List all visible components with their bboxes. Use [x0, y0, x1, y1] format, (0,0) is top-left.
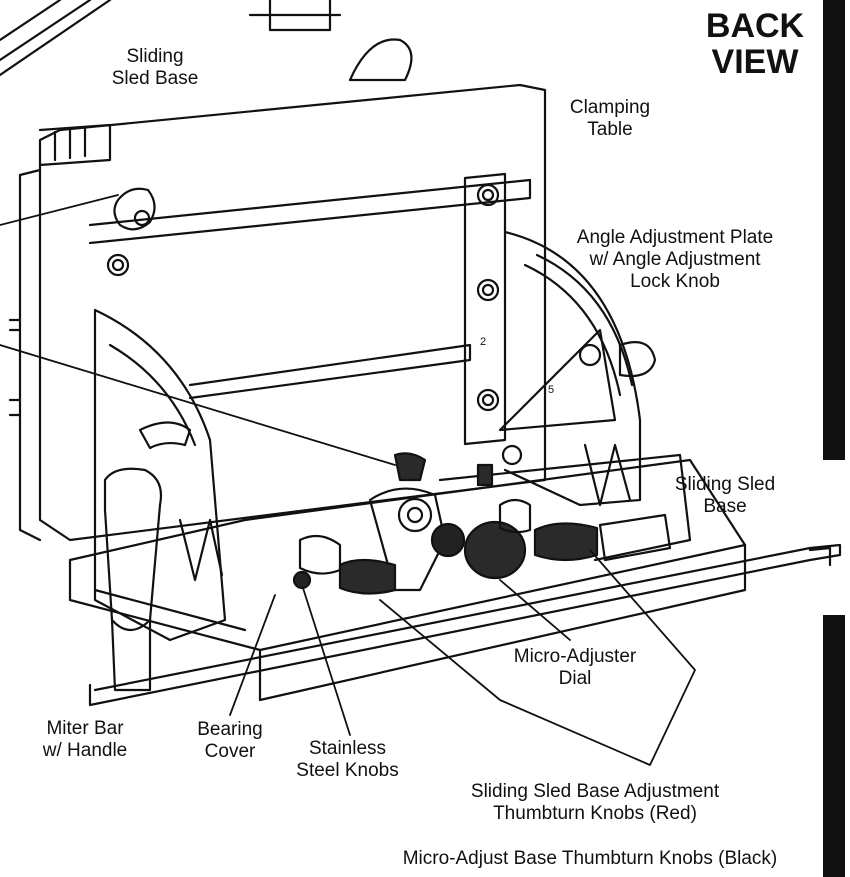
- label-sliding-sled-base-top: Sliding Sled Base: [95, 46, 215, 90]
- plate-mark-2: 2: [480, 336, 486, 348]
- label-miter-bar: Miter Bar w/ Handle: [30, 718, 140, 762]
- label-line: Sliding Sled Base Adjustment: [470, 781, 720, 802]
- label-line: Miter Bar: [46, 718, 124, 739]
- nut-left: [106, 253, 130, 277]
- label-line: Sliding: [126, 46, 184, 67]
- miter-handle: [103, 467, 163, 692]
- label-micro-adjust-base-knobs: Micro-Adjust Base Thumbturn Knobs (Black…: [365, 848, 815, 870]
- label-line: Sled Base: [111, 68, 199, 89]
- label-line: w/ Angle Adjustment: [589, 249, 761, 270]
- label-line: w/ Handle: [42, 740, 128, 761]
- label-line: Thumbturn Knobs (Red): [493, 803, 697, 824]
- label-line: Micro-Adjuster: [513, 646, 637, 667]
- label-clamping-table: Clamping Table: [555, 97, 665, 141]
- label-line: Stainless: [308, 738, 387, 759]
- top-sled-fragment: [0, 0, 342, 77]
- upper-wing-knob: [113, 187, 156, 231]
- clamping-table: [8, 38, 547, 542]
- angle-adjustment-plate: [463, 172, 617, 446]
- label-angle-adjustment-plate: Angle Adjustment Plate w/ Angle Adjustme…: [555, 227, 795, 293]
- view-title-line2: VIEW: [711, 43, 799, 81]
- micro-adjuster-assembly: [368, 452, 527, 592]
- edge-bar-top: [823, 0, 845, 460]
- view-title-line1: BACK: [705, 7, 805, 45]
- label-line: Steel Knobs: [296, 760, 399, 781]
- view-title: BACK VIEW: [695, 8, 815, 80]
- label-line: Cover: [204, 741, 256, 762]
- label-line: Clamping: [569, 97, 651, 118]
- leader-lines: [0, 194, 696, 766]
- label-line: Base: [703, 496, 747, 517]
- label-line: Sliding Sled: [674, 474, 776, 495]
- plate-mark-5: 5: [548, 384, 554, 396]
- label-bearing-cover: Bearing Cover: [180, 719, 280, 763]
- sliding-sled-base-platform: [68, 453, 747, 702]
- label-sliding-sled-adjustment-knobs: Sliding Sled Base Adjustment Thumbturn K…: [440, 781, 750, 825]
- label-line: Lock Knob: [630, 271, 720, 292]
- black-thumbturn-knobs: [338, 522, 599, 595]
- label-stainless-steel-knobs: Stainless Steel Knobs: [290, 738, 405, 782]
- label-line: Micro-Adjust Base Thumbturn Knobs (Black…: [402, 848, 778, 869]
- label-line: Table: [587, 119, 633, 140]
- label-line: Angle Adjustment Plate: [576, 227, 774, 248]
- label-line: Dial: [558, 668, 592, 689]
- edge-bar-bottom: [823, 615, 845, 877]
- label-micro-adjuster-dial: Micro-Adjuster Dial: [500, 646, 650, 690]
- right-quadrant-plate: [503, 230, 657, 507]
- label-sliding-sled-base-right: Sliding Sled Base: [660, 474, 790, 518]
- label-line: Bearing: [197, 719, 263, 740]
- stainless-steel-knob: [292, 570, 312, 590]
- left-quadrant-plate: [93, 308, 227, 642]
- miter-bar: [88, 543, 842, 707]
